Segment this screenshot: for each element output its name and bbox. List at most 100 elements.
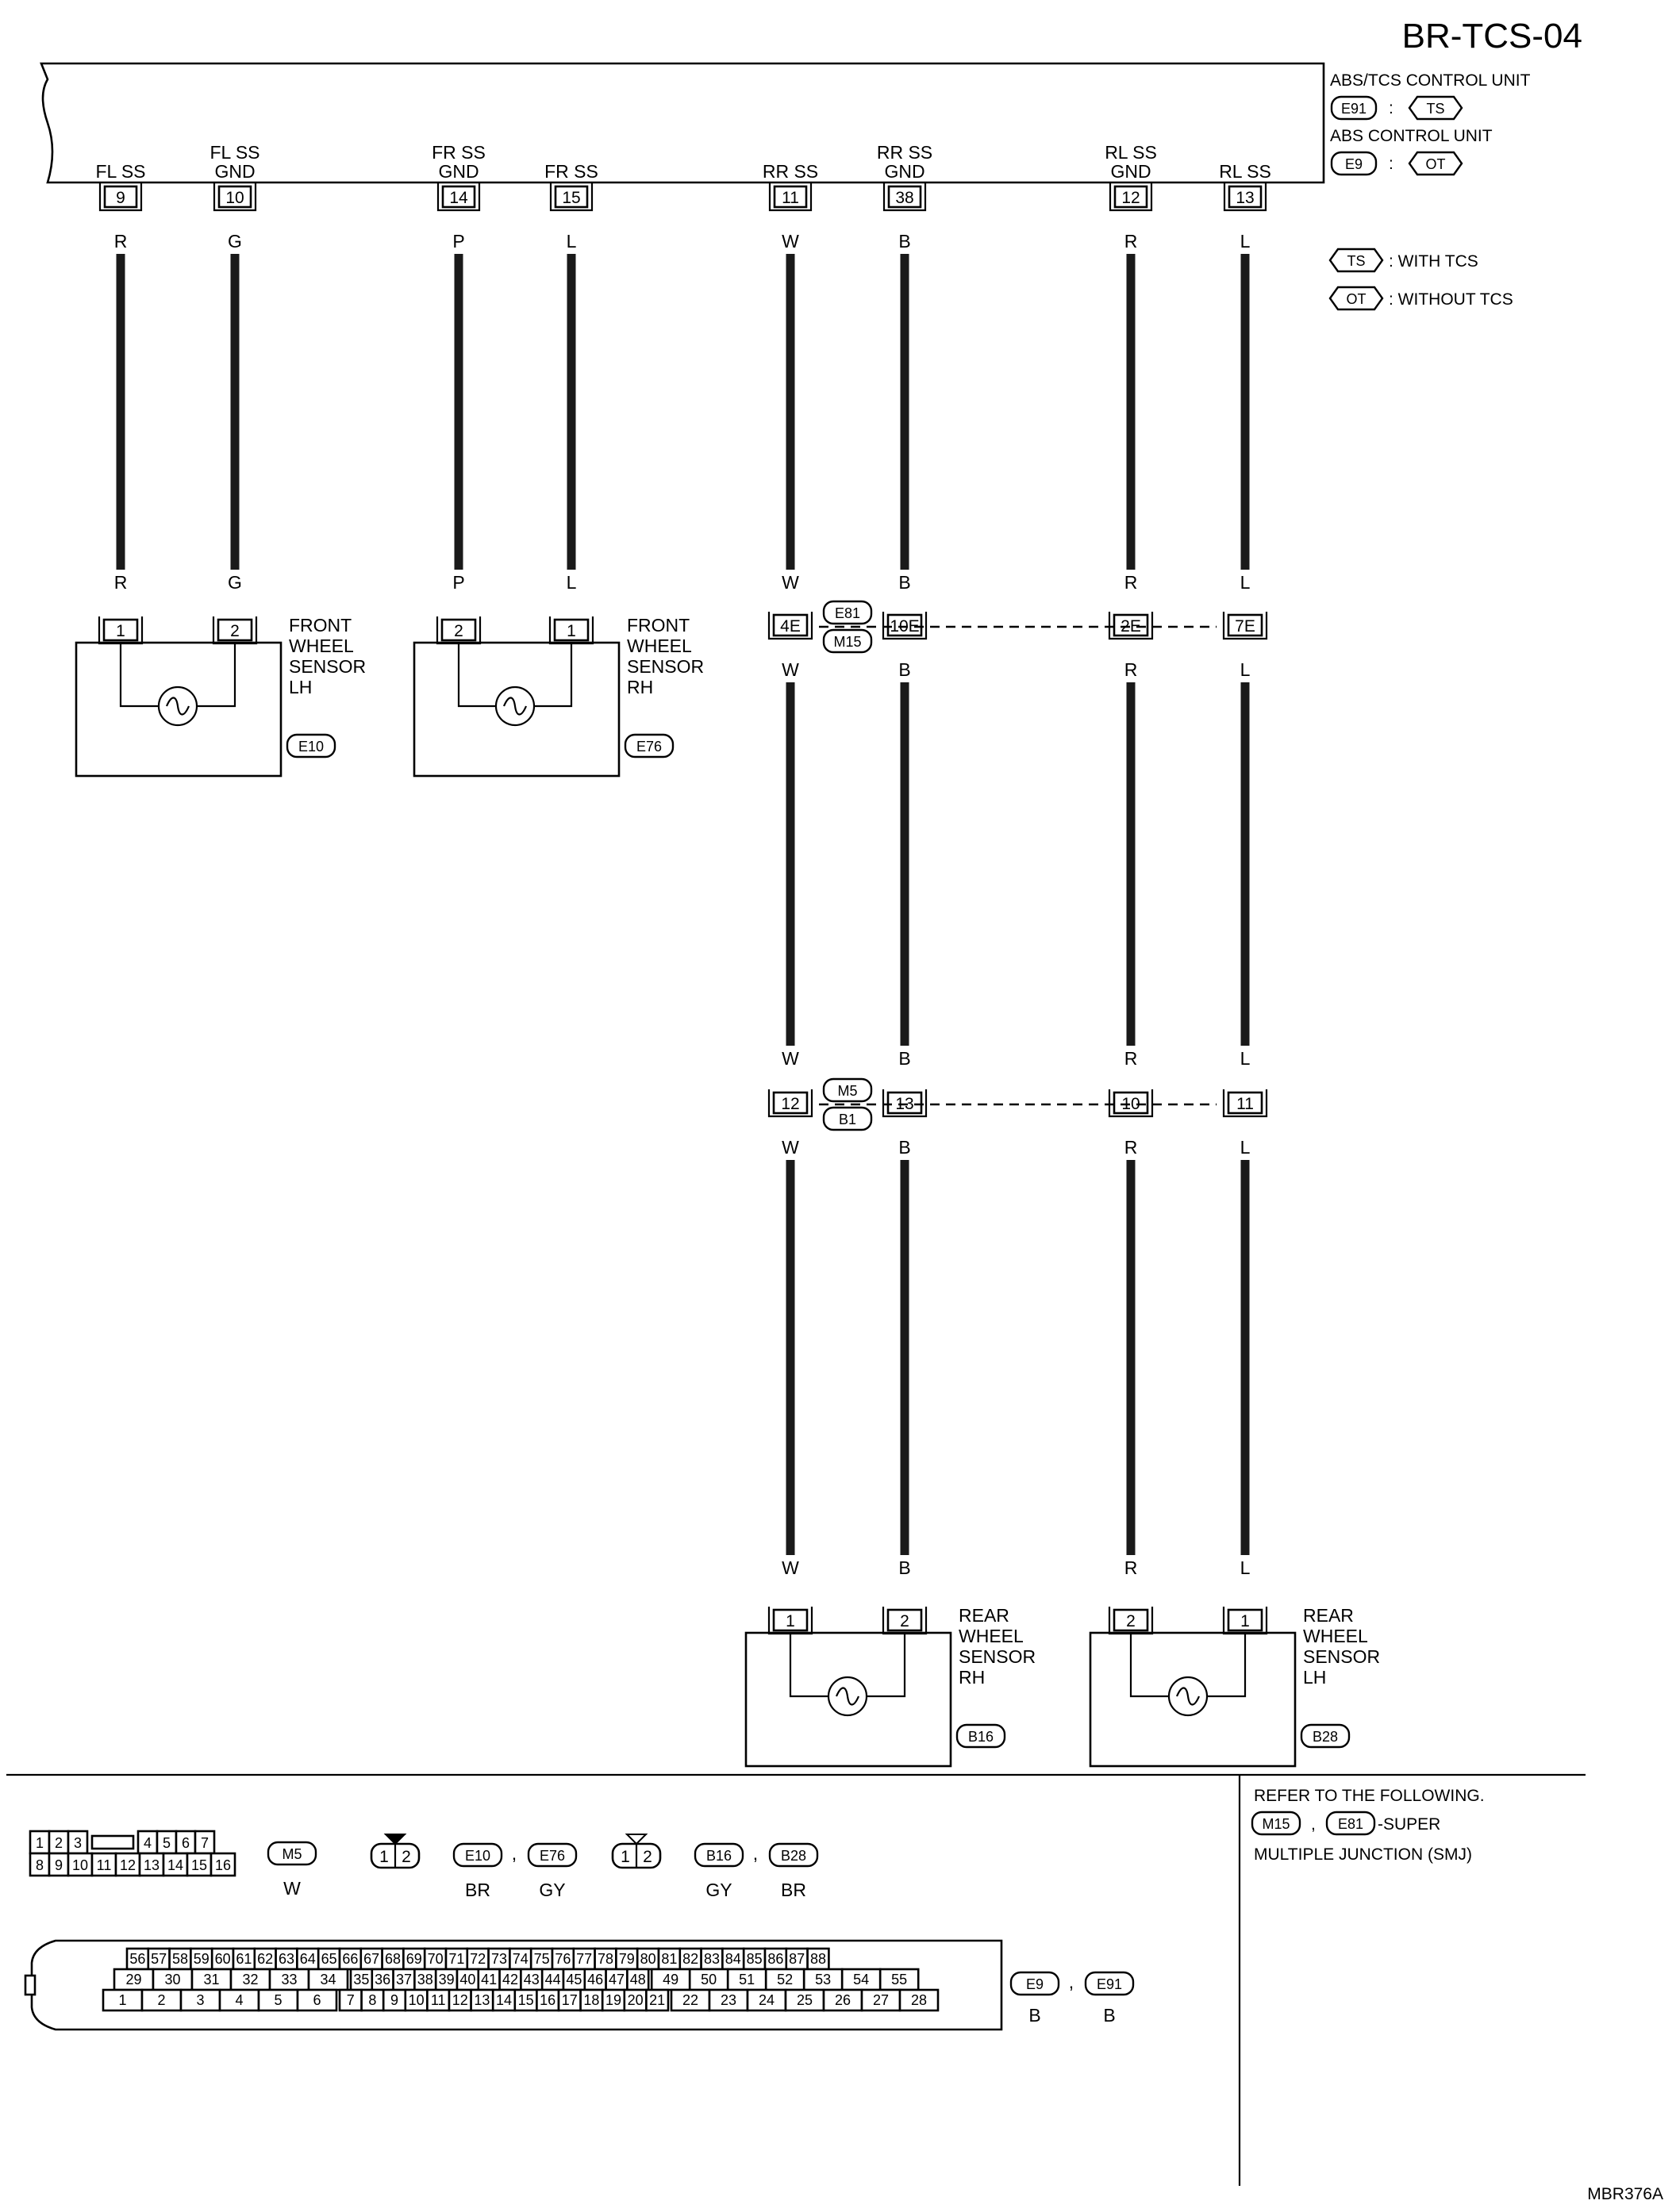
ecu-pin: 83 bbox=[704, 1951, 720, 1967]
connector-pill bbox=[822, 600, 873, 625]
sensor-coil-symbol bbox=[1167, 1676, 1209, 1717]
wire-color-label: W bbox=[782, 659, 799, 680]
m5-pin: 16 bbox=[215, 1857, 231, 1873]
pin-number: 10 bbox=[225, 189, 244, 207]
tag-ts-label: TS bbox=[1426, 101, 1444, 117]
ecu-cell bbox=[601, 1988, 626, 2012]
ecu-pin: 38 bbox=[417, 1972, 433, 1987]
connector-e91-label: E91 bbox=[1341, 101, 1367, 117]
terminal-label: FL SS bbox=[95, 161, 145, 182]
ecu-pin: 81 bbox=[661, 1951, 677, 1967]
ecu-pin: 15 bbox=[518, 1992, 534, 2008]
ecu-pin: 16 bbox=[540, 1992, 555, 2008]
two-pin-number: 2 bbox=[643, 1848, 652, 1866]
connector-id: E76 bbox=[636, 739, 662, 755]
connector-housing bbox=[767, 1089, 813, 1118]
sine-wave bbox=[165, 697, 190, 716]
connector-name: B28 bbox=[768, 1842, 819, 1868]
two-pin-number: 1 bbox=[379, 1848, 389, 1866]
connector-housing bbox=[436, 183, 481, 212]
ecu-cell bbox=[645, 1988, 670, 2012]
terminal-pin-38: 38 bbox=[882, 183, 927, 212]
connector-e9-pill bbox=[1330, 151, 1378, 176]
key-slot bbox=[90, 1834, 135, 1850]
rear-wheel-sensor-lh-connector: B28 bbox=[1300, 1723, 1351, 1749]
connector-pill bbox=[527, 1842, 578, 1868]
terminal-label: GND bbox=[438, 161, 479, 182]
m5-connector-name: M5 bbox=[267, 1841, 317, 1866]
ecu-cell bbox=[382, 1988, 407, 2012]
terminal-label: RL SS bbox=[1219, 161, 1271, 182]
diagram-title: BR-TCS-04 bbox=[1402, 17, 1582, 56]
m5-pin: 9 bbox=[55, 1857, 63, 1873]
m5-pin: 15 bbox=[191, 1857, 207, 1873]
ecu-cell bbox=[840, 1968, 882, 1991]
ecu-pin: 20 bbox=[628, 1992, 644, 2008]
pin-box bbox=[217, 185, 252, 209]
ecu-color: B bbox=[1028, 2005, 1040, 2026]
ecu-pin: 66 bbox=[342, 1951, 358, 1967]
ecu-pin: 10 bbox=[409, 1992, 425, 2008]
ecu-pin: 45 bbox=[566, 1972, 582, 1987]
two-pin-number: 1 bbox=[621, 1848, 630, 1866]
ecu-pin: 70 bbox=[428, 1951, 444, 1967]
pin-number: 14 bbox=[449, 189, 468, 207]
m5-pin: 4 bbox=[144, 1835, 152, 1851]
pin-box bbox=[886, 613, 923, 637]
connector-housing bbox=[1109, 183, 1153, 212]
wire-color-label: R bbox=[114, 572, 128, 593]
pin-number: 1 bbox=[567, 622, 576, 640]
sensor-label: REAR bbox=[1303, 1605, 1354, 1626]
ecu-pin: 18 bbox=[583, 1992, 599, 2008]
junction1-pin-10E: 10E bbox=[882, 612, 928, 640]
pin-box bbox=[440, 618, 477, 642]
pin-box bbox=[1227, 1608, 1263, 1632]
pin-box bbox=[217, 618, 253, 642]
connector-housing bbox=[882, 612, 928, 640]
wire-color-label: B bbox=[898, 572, 910, 593]
ecu-pin: 5 bbox=[274, 1992, 282, 2008]
control-unit-name-abs: ABS CONTROL UNIT bbox=[1330, 127, 1493, 145]
junction2-connector-bottom: B1 bbox=[822, 1106, 873, 1131]
legend-ts-tag: TS bbox=[1347, 253, 1365, 269]
terminal-label: FR SS bbox=[544, 161, 598, 182]
refer-e81-label: E81 bbox=[1338, 1816, 1363, 1832]
tag-ot-hexagon bbox=[1408, 151, 1463, 176]
pin-box bbox=[773, 185, 808, 209]
pin-box bbox=[1227, 613, 1263, 637]
ecu-cell bbox=[785, 1947, 809, 1971]
wire-color-label: B bbox=[898, 1137, 910, 1158]
pin-box bbox=[553, 618, 590, 642]
pin-number: 11 bbox=[782, 189, 799, 207]
pin-number: 1 bbox=[786, 1612, 795, 1630]
connector-pill bbox=[955, 1723, 1006, 1749]
ecu-pin: 53 bbox=[815, 1972, 831, 1987]
ecu-pin: 79 bbox=[619, 1951, 635, 1967]
ecu-cell bbox=[444, 1947, 469, 1971]
ecu-pin: 27 bbox=[873, 1992, 889, 2008]
m5-pin: 6 bbox=[182, 1835, 190, 1851]
connector-id: M5 bbox=[282, 1846, 302, 1862]
tag-ts-hexagon bbox=[1408, 95, 1463, 121]
pin-number: 2 bbox=[900, 1612, 909, 1630]
ecu-pin: 33 bbox=[281, 1972, 297, 1987]
ecu-pin: 88 bbox=[810, 1951, 826, 1967]
connector-id: E10 bbox=[465, 1848, 490, 1864]
ecu-pin: 68 bbox=[385, 1951, 401, 1967]
ecu-cell bbox=[275, 1947, 298, 1971]
key-marker bbox=[625, 1834, 648, 1845]
terminal-pin-13: 13 bbox=[1223, 183, 1267, 212]
ecu-pin: 82 bbox=[682, 1951, 698, 1967]
m5-pin: 13 bbox=[144, 1857, 160, 1873]
wire-color-label: B bbox=[898, 231, 910, 252]
ecu-cell bbox=[726, 1968, 767, 1991]
rear-wheel-sensor-lh-pin-2: 2 bbox=[1108, 1607, 1154, 1635]
m5-pin: 10 bbox=[72, 1857, 88, 1873]
ecu-cell bbox=[268, 1968, 310, 1991]
comma: , bbox=[753, 1843, 758, 1864]
